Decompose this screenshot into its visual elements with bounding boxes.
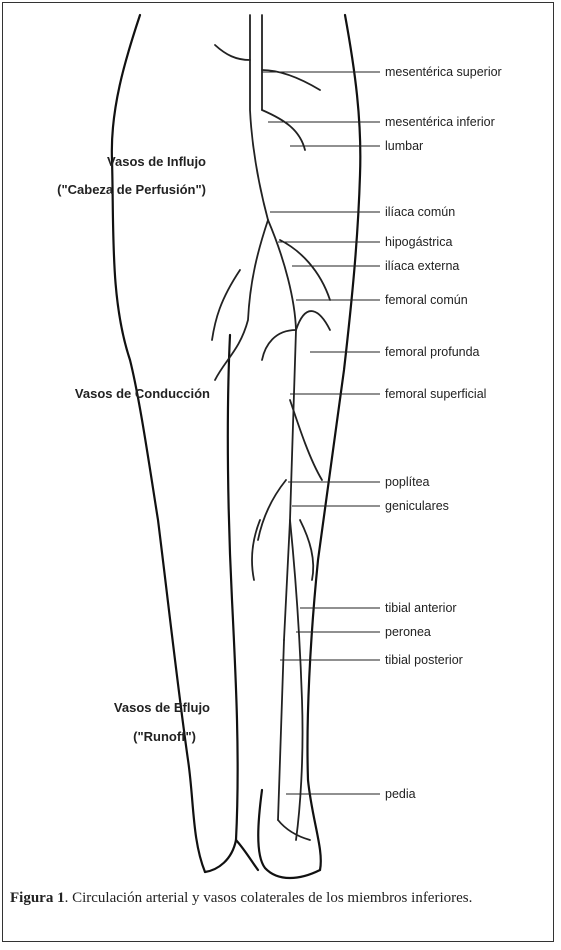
vessel-label: femoral profunda [385, 345, 480, 359]
arteries [212, 15, 330, 840]
vessel-label: tibial posterior [385, 653, 463, 667]
vessel-label: femoral superficial [385, 387, 486, 401]
group-label-inflow-title: Vasos de Influjo [107, 154, 206, 169]
vessel-label: mesentérica inferior [385, 115, 495, 129]
leg-outline [112, 15, 361, 878]
group-label-outflow-title: Vasos de Eflujo [114, 700, 210, 715]
vessel-label: pedia [385, 787, 416, 801]
group-label-inflow-sub: ("Cabeza de Perfusión") [57, 182, 206, 197]
vessel-label: geniculares [385, 499, 449, 513]
pointer-lines [262, 72, 380, 794]
vessel-label: ilíaca común [385, 205, 455, 219]
vessel-label: tibial anterior [385, 601, 457, 615]
caption-text: . Circulación arterial y vasos colateral… [65, 890, 473, 906]
vessel-label: peronea [385, 625, 431, 639]
group-label-conduction: Vasos de Conducción [75, 386, 210, 401]
vessel-label: ilíaca externa [385, 259, 459, 273]
vessel-label: femoral común [385, 293, 468, 307]
group-label-outflow-sub: ("Runoff") [133, 729, 196, 744]
vessel-label: poplítea [385, 475, 430, 489]
vessel-label: mesentérica superior [385, 65, 502, 79]
vessel-label: lumbar [385, 139, 423, 153]
vessel-label: hipogástrica [385, 235, 452, 249]
caption-figure-label: Figura 1 [10, 890, 65, 906]
figure-caption: Figura 1. Circulación arterial y vasos c… [10, 888, 550, 909]
